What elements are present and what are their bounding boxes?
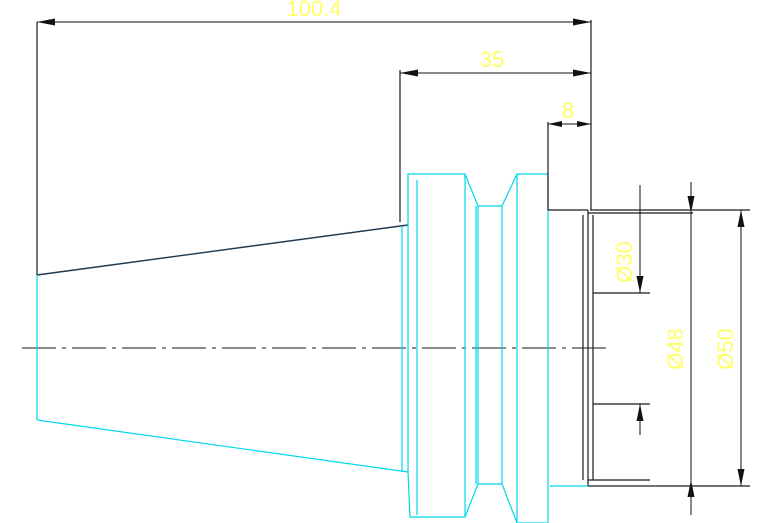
dimension-label-overall: 100.4 — [286, 0, 341, 21]
collar-body — [407, 173, 549, 523]
dimension-label-collar: 35 — [480, 47, 504, 72]
dimension-diameter-small: Ø30 — [612, 185, 644, 435]
dimension-flange-length: 8 — [548, 98, 591, 127]
dimension-label-diameter-mid: Ø48 — [663, 328, 688, 370]
dimension-overall-length: 100.4 — [37, 0, 591, 26]
dimension-label-flange: 8 — [562, 98, 574, 123]
nose-section — [547, 20, 750, 487]
dimension-collar-length: 35 — [400, 47, 591, 77]
dimension-label-diameter-small: Ø30 — [612, 241, 637, 283]
dimension-label-diameter-large: Ø50 — [713, 328, 738, 370]
taper-body — [36, 22, 409, 473]
dimension-diameter-large: Ø50 — [713, 210, 745, 486]
dimension-diameter-mid: Ø48 — [663, 182, 695, 515]
